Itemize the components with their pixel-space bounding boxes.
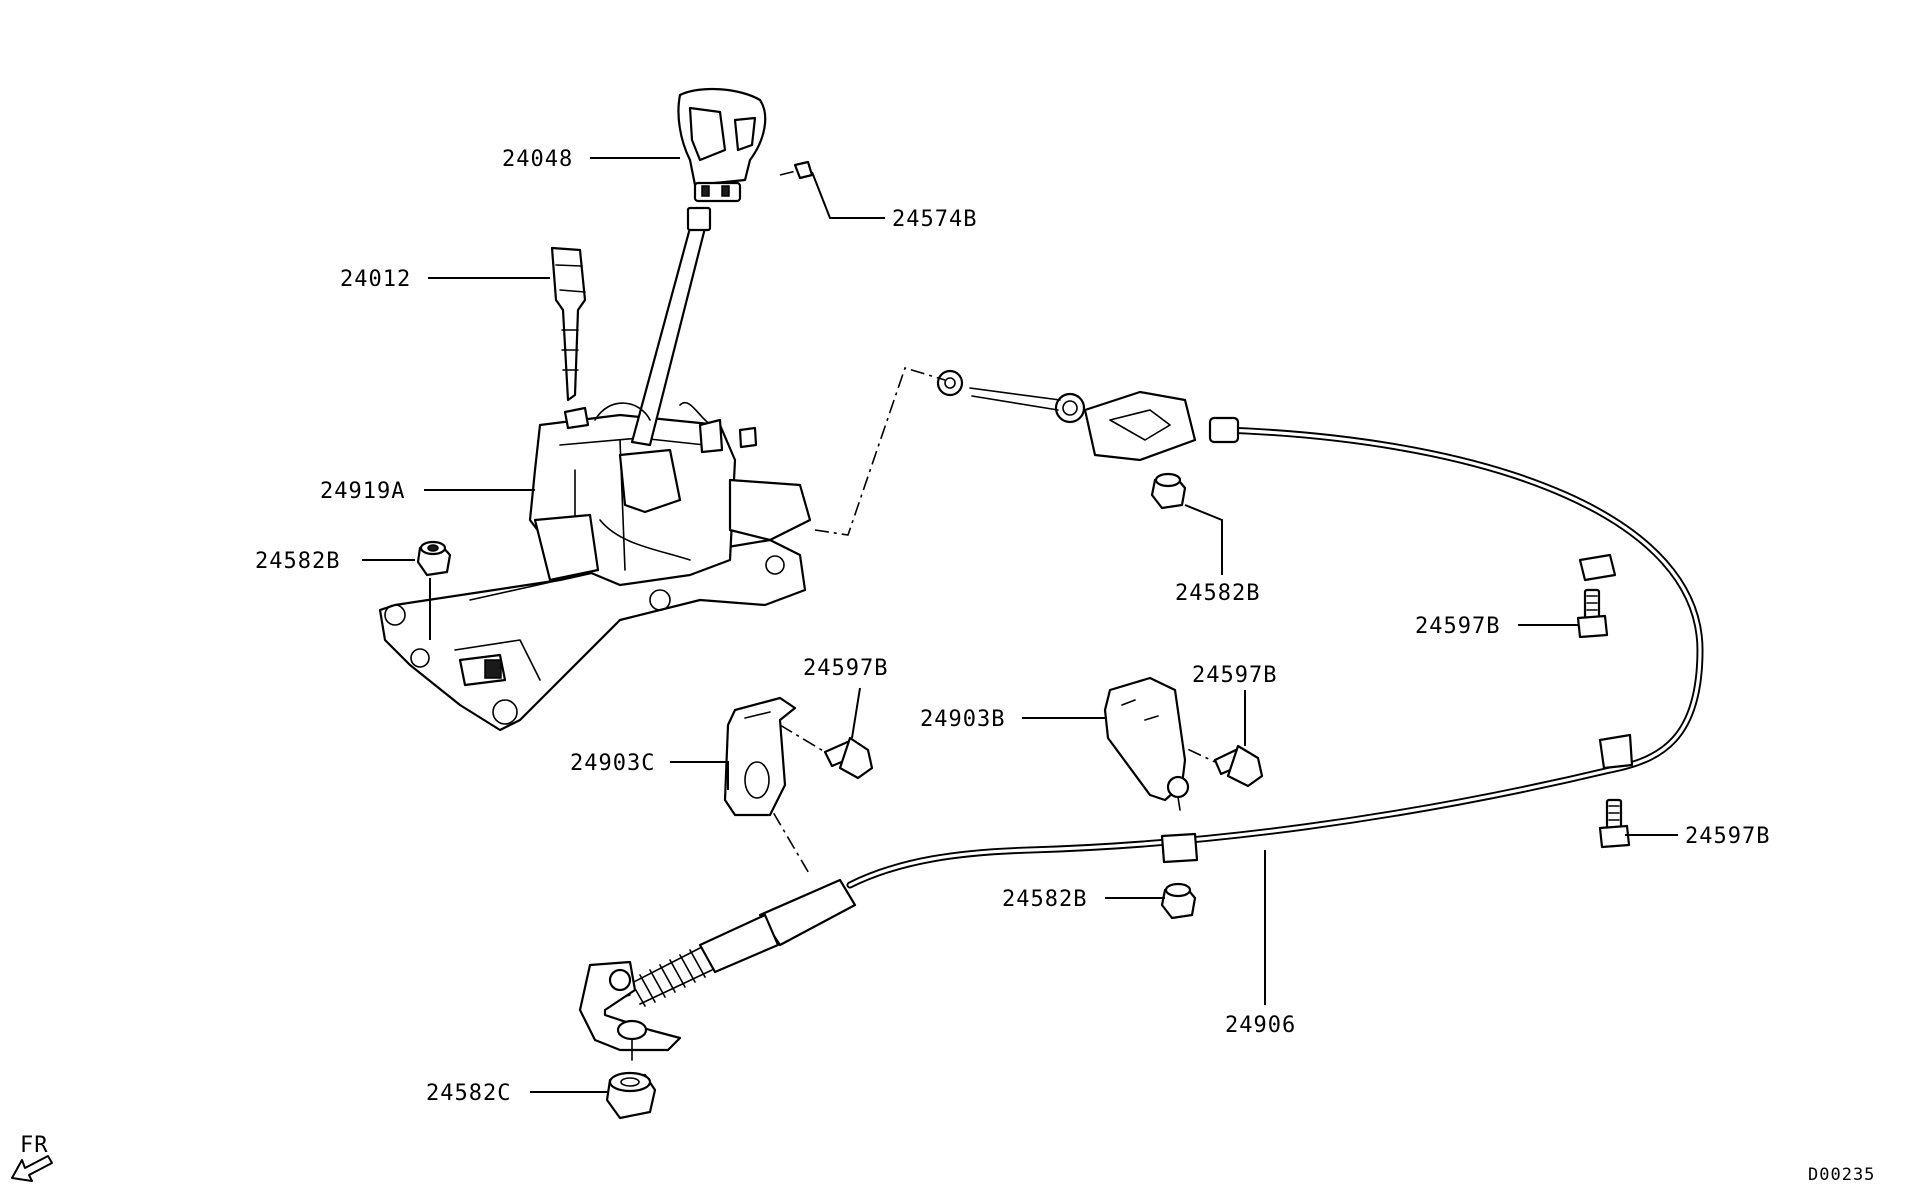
shift-knob [677,87,814,203]
bolt-right-upper [1576,588,1609,639]
assembly-line-bracket-c [779,724,826,753]
flange-nut-c [605,1071,657,1120]
label-nut-upper: 24582B [1175,581,1260,606]
flange-nut-lower [1160,882,1197,920]
bracket-b [1103,676,1190,811]
shift-lever-assembly [378,206,812,732]
label-bracket-b: 24903B [920,707,1005,732]
flange-nut-left [416,540,452,577]
bolt-bracket-b [1213,744,1264,788]
label-lever-assy: 24919A [320,479,405,504]
label-cable: 24906 [1225,1013,1296,1038]
position-indicator [550,246,587,402]
label-bolt-right-lower: 24597B [1685,824,1770,849]
front-arrow-icon [11,1155,53,1182]
label-front: FR [20,1133,49,1158]
assembly-line-lower [759,789,811,876]
label-nut-c: 24582C [426,1081,511,1106]
front-arrow: FR [11,1133,53,1182]
bracket-c [723,696,797,817]
assembly-line-upper [814,367,946,536]
label-nut-left: 24582B [255,549,340,574]
label-indicator: 24012 [340,267,411,292]
label-bracket-c: 24903C [570,751,655,776]
bolt-right-lower [1598,798,1631,849]
label-bolt-right-upper: 24597B [1415,614,1500,639]
shift-cable [578,369,1704,1061]
bolt-bracket-c [823,736,874,780]
diagram-id: D00235 [1808,1165,1875,1185]
cable-spring [627,944,716,1007]
label-bolt-bracket-c: 24597B [803,656,888,681]
label-nut-lower: 24582B [1002,887,1087,912]
label-bolt-bracket-b: 24597B [1192,663,1277,688]
assembly-line-knob [779,169,801,176]
leader-lines [362,157,1678,1093]
label-knob-screw: 24574B [892,207,977,232]
flange-nut-upper [1150,472,1187,510]
label-knob: 24048 [502,147,573,172]
